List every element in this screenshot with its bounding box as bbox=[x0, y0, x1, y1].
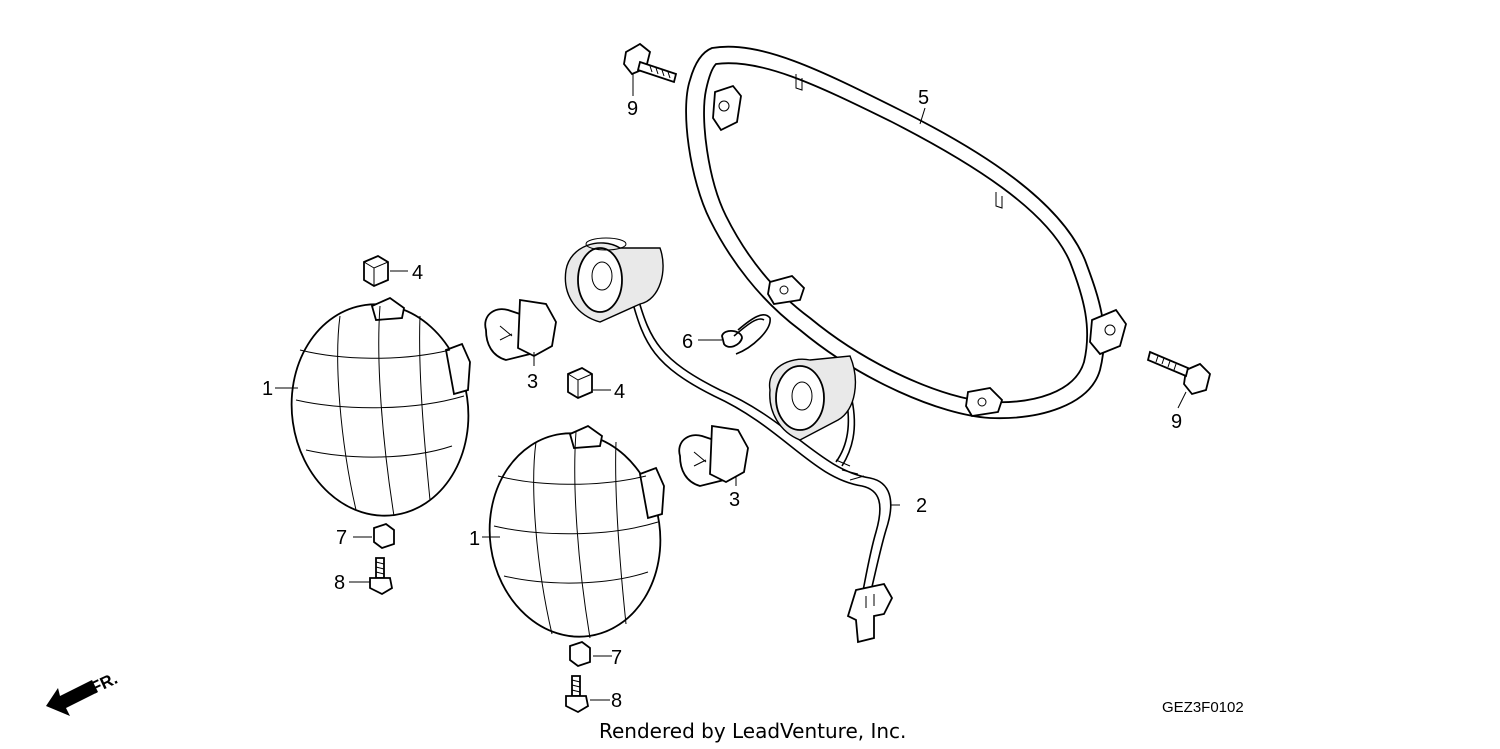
callout-8-right: 8 bbox=[611, 690, 622, 712]
callout-5: 5 bbox=[918, 87, 929, 109]
callout-4-lower: 4 bbox=[614, 381, 625, 403]
callout-6: 6 bbox=[682, 331, 693, 353]
callout-1-left: 1 bbox=[262, 378, 273, 400]
callout-3-upper: 3 bbox=[527, 371, 538, 393]
callout-7-right: 7 bbox=[611, 647, 622, 669]
wire-harness[interactable] bbox=[564, 237, 894, 644]
callout-9-top: 9 bbox=[627, 98, 638, 120]
grommet-upper[interactable] bbox=[363, 254, 389, 288]
front-direction-arrow: FR. bbox=[46, 669, 121, 716]
bulb-lower[interactable] bbox=[678, 424, 749, 487]
credit-text: Rendered by LeadVenture, Inc. bbox=[599, 719, 906, 743]
diagram-code: GEZ3F0102 bbox=[1162, 699, 1244, 716]
callout-2: 2 bbox=[916, 495, 927, 517]
callout-4-upper: 4 bbox=[412, 262, 423, 284]
headlight-right[interactable] bbox=[477, 422, 674, 648]
headlight-frame[interactable] bbox=[685, 45, 1127, 420]
bulb-upper[interactable] bbox=[484, 298, 557, 361]
callout-3-lower: 3 bbox=[729, 489, 740, 511]
callout-1-right: 1 bbox=[469, 528, 480, 550]
leader-lines bbox=[275, 74, 1187, 701]
cap-left[interactable] bbox=[373, 522, 395, 550]
screw-right[interactable] bbox=[565, 675, 590, 714]
callout-9-right: 9 bbox=[1171, 411, 1182, 433]
bolt-top[interactable] bbox=[623, 42, 678, 84]
bolt-right[interactable] bbox=[1146, 350, 1211, 396]
callout-8-left: 8 bbox=[334, 572, 345, 594]
headlight-left[interactable] bbox=[278, 293, 482, 527]
cap-right[interactable] bbox=[569, 640, 591, 668]
grommet-lower[interactable] bbox=[567, 366, 593, 400]
screw-left[interactable] bbox=[369, 557, 394, 596]
callout-7-left: 7 bbox=[336, 527, 347, 549]
wire-clamp[interactable] bbox=[721, 314, 771, 355]
